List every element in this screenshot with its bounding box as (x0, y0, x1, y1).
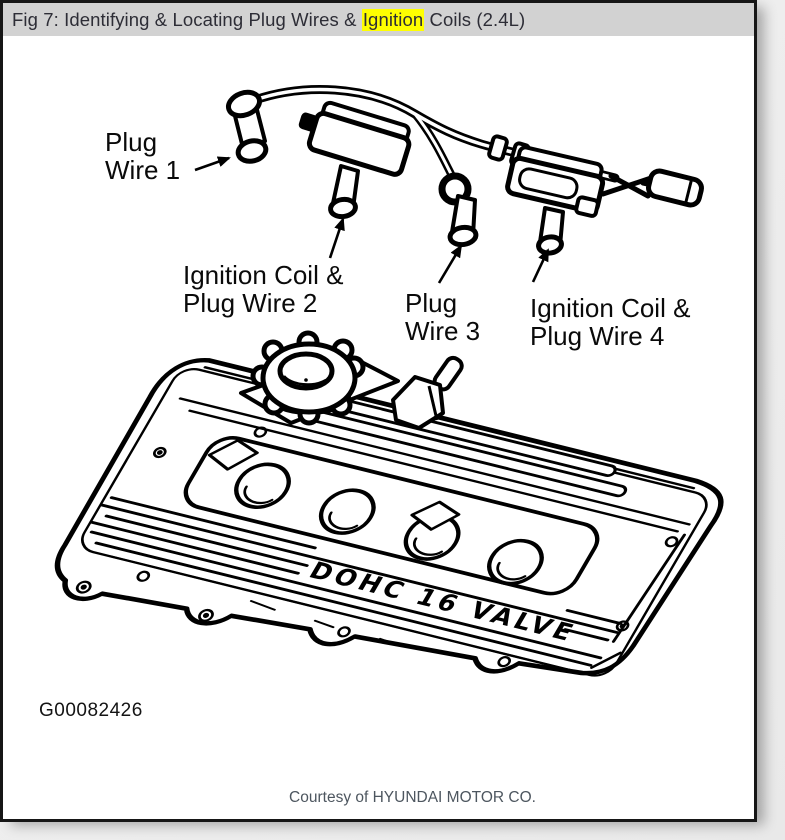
bracket-clamp-line (427, 385, 439, 421)
label-line: Ignition Coil & (183, 260, 344, 290)
figure-id: G00082426 (39, 700, 143, 721)
valve-cover-drawing: DOHC 16 VALVE (54, 358, 724, 677)
ignition-coil-2 (505, 145, 606, 218)
figure-canvas: DOHC 16 VALVE (3, 36, 754, 819)
valve-cover-top-ribs (178, 397, 691, 533)
valve-cover-lower-ribs (89, 496, 623, 667)
label-plug-wire-3: Plug Wire 3 (405, 289, 480, 345)
oil-cap-center-dot (304, 378, 308, 382)
courtesy-credit: Courtesy of HYUNDAI MOTOR CO. (289, 789, 536, 806)
figure-title-suffix: Coils (2.4L) (424, 8, 526, 30)
plug-wire-4-arrow (531, 248, 550, 283)
channel-pad-1 (207, 438, 259, 471)
leader-arrows (194, 156, 550, 284)
plug-wire-cable-inner (247, 87, 617, 180)
spark-plug-tube-openings (234, 462, 544, 586)
label-ignition-coil-plug-wire-2: Ignition Coil & Plug Wire 2 (183, 261, 343, 317)
bolt-holes (75, 426, 679, 668)
plug-wire-2-arrow (328, 217, 345, 259)
valve-cover-right-end-line (590, 533, 686, 669)
channel-pad-2 (410, 500, 461, 531)
plug-wire-4-boot-tip (536, 234, 564, 256)
oil-cap-inner-arc (283, 375, 327, 386)
cable-coupler-1 (487, 134, 509, 162)
label-line: Plug (105, 127, 158, 157)
coil-1-nub (298, 112, 318, 132)
oil-cap-inner (277, 351, 335, 391)
coil-2-tab (574, 195, 600, 218)
label-line: Plug (405, 288, 458, 318)
figure-title-prefix: Fig 7: Identifying & Locating Plug Wires… (12, 8, 362, 30)
engine-line-art: DOHC 16 VALVE (54, 85, 724, 677)
label-line: Ignition Coil & (530, 293, 691, 323)
document-page: Fig 7: Identifying & Locating Plug Wires… (0, 0, 757, 822)
ignition-harness-drawing (226, 85, 704, 256)
figure-title-bar: Fig 7: Identifying & Locating Plug Wires… (3, 3, 754, 36)
plug-wire-1-arrow (194, 156, 231, 172)
ignition-coil-1 (298, 100, 412, 177)
plug-wire-2-boot-tip (328, 196, 358, 220)
plug-wire-3-boot-tip (447, 224, 479, 248)
label-plug-wire-1: Plug Wire 1 (105, 128, 180, 184)
plug-wire-1-boot (226, 89, 269, 164)
label-line: Wire 3 (405, 316, 481, 347)
plug-wire-3-arrow (437, 244, 463, 284)
valve-cover-lower-ribs-thin (109, 555, 578, 673)
label-line: Plug Wire 4 (530, 321, 665, 352)
label-line: Wire 1 (105, 155, 181, 186)
cable-branch-inner (413, 112, 455, 180)
label-ignition-coil-plug-wire-4: Ignition Coil & Plug Wire 4 (530, 294, 690, 350)
oil-filler-cap (239, 330, 400, 426)
harness-connector (646, 168, 704, 208)
figure-title-highlighted-term: Ignition (361, 8, 425, 31)
label-line: Plug Wire 2 (183, 288, 318, 319)
rail-bracket (391, 355, 464, 430)
